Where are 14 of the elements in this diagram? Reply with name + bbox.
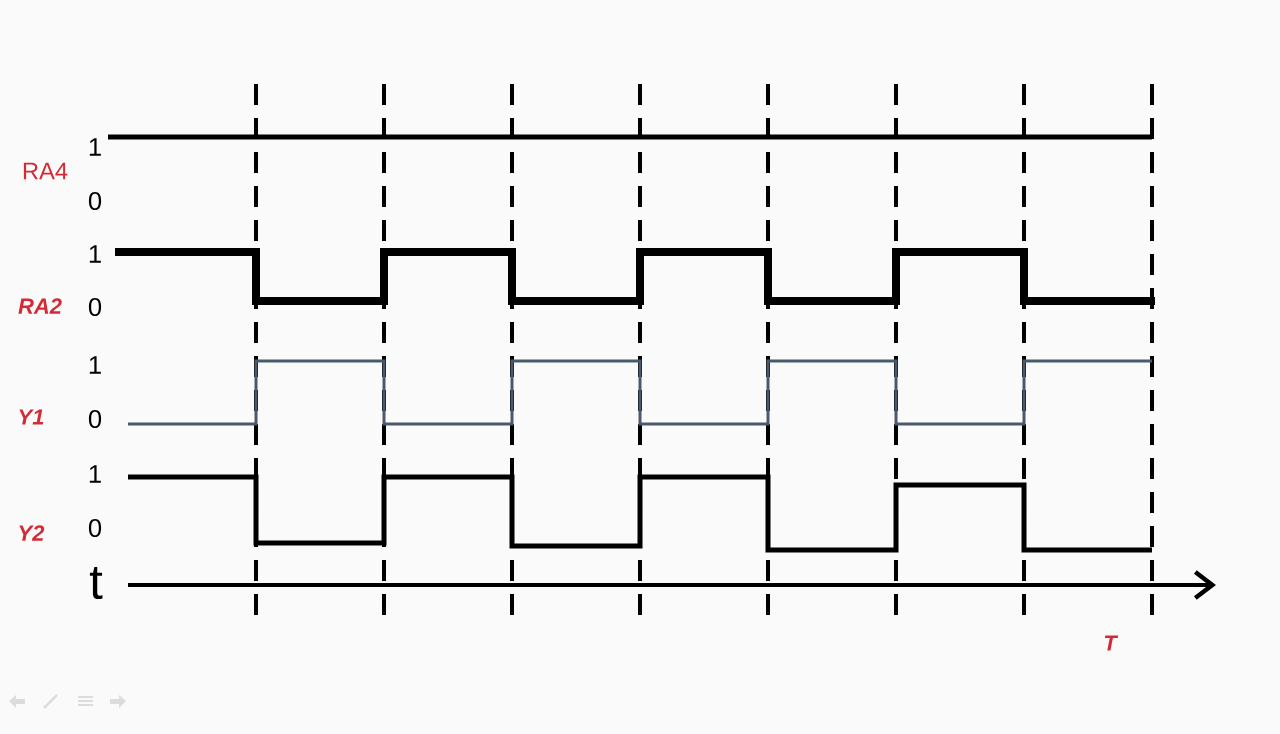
- level-label: 1: [89, 138, 101, 156]
- level-label: 1: [89, 356, 101, 374]
- level-label: 0: [88, 518, 102, 537]
- signal-name: RA2: [18, 298, 62, 314]
- level-label: 1: [89, 465, 101, 483]
- level-label: 1: [89, 245, 101, 263]
- level-label: 0: [88, 409, 102, 428]
- period-label: T: [1104, 635, 1119, 651]
- level-label: 0: [88, 297, 102, 316]
- signal-name: Y1: [19, 409, 44, 425]
- level-label: 0: [88, 191, 102, 210]
- signal-name: RA4: [23, 162, 68, 180]
- axis-label: t: [89, 566, 103, 600]
- signal-name: Y2: [19, 525, 45, 541]
